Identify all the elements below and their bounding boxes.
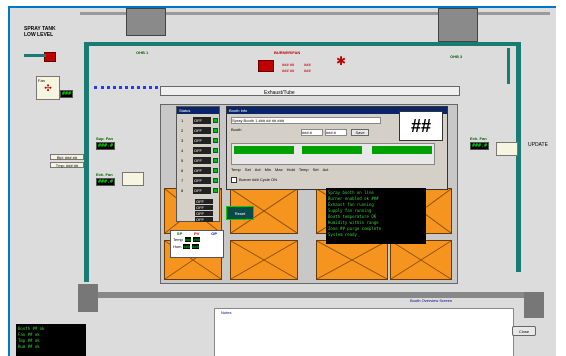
ohb-label-1: OHB 1 [136, 50, 149, 55]
spray-tank-label: SPRAY TANK LOW LEVEL [24, 26, 56, 38]
popup-hash-display: ## [399, 111, 443, 141]
spray-tank-pump[interactable] [44, 52, 56, 62]
burner-unit[interactable] [258, 60, 274, 72]
fan-icon: ✣ [44, 83, 52, 93]
status-sub-2: OFF [195, 205, 213, 210]
crane-right [438, 8, 478, 42]
bottom-left-terminal: Booth ## ok Fan ## ok Tmp ## ok Hum ## o… [16, 324, 86, 356]
zone-indicator [213, 118, 218, 123]
pipe-left [84, 42, 89, 282]
right-gauge-value: ###.# [470, 142, 490, 150]
zone-indicator [213, 138, 218, 143]
fan-box[interactable]: Fan ✣ [36, 76, 60, 100]
fan-value: ### [60, 90, 74, 98]
hmi-screen: SPRAY TANK LOW LEVEL OHB 1 OHB 3 BURNER/… [8, 6, 556, 356]
burner-value-2: ### ## [282, 68, 295, 73]
popup-table [231, 143, 435, 165]
popup-field[interactable]: Spray Booth 1 ### ## ## ### [231, 117, 381, 124]
zone-indicator [213, 178, 218, 183]
right-label: UPDATE [528, 142, 548, 148]
burner-flame-icon: ✱ [336, 54, 347, 68]
left-gauge-2-label: Exh. Fan [96, 172, 113, 177]
conveyor-label: Exhaust/Tube [264, 90, 295, 96]
left-gauge-1-label: Sup. Fan [96, 136, 113, 141]
pipe-right [516, 42, 521, 272]
popup-save-button[interactable]: Save [351, 129, 369, 136]
status-sub-1: OFF [195, 199, 213, 204]
crane-left [126, 8, 166, 36]
floor-bar [90, 292, 544, 298]
popup-checkbox-label: Burner ### Cycle ON [239, 177, 278, 182]
left-side-value-1: Bld: ### ## [50, 154, 84, 160]
zone-indicator [213, 188, 218, 193]
popup-row2-value-2[interactable]: ###.# [325, 129, 347, 136]
notes-panel: Notes [214, 308, 514, 356]
zone-indicator [213, 158, 218, 163]
floor-support-left [78, 284, 98, 312]
pipe-right-inner [507, 48, 510, 84]
booth-zone-bottom-right[interactable] [316, 240, 388, 280]
top-rail [80, 12, 550, 15]
left-gauge-1-value: ###.# [96, 142, 116, 150]
zone-indicator [213, 168, 218, 173]
right-gauge-label: Exh. Fan [470, 136, 487, 141]
status-sub-3: OFF [195, 211, 213, 216]
conveyor-bar [160, 86, 460, 96]
floor-support-right [524, 292, 544, 318]
burner-unit-1: ### [304, 62, 311, 67]
popup-title: Booth Info [227, 107, 447, 114]
status-panel-title: Status [177, 107, 219, 114]
zone-indicator [213, 128, 218, 133]
center-terminal: Spray booth on line Burner enabled ok ##… [326, 188, 426, 244]
popup-row2-value-1[interactable]: ###.# [301, 129, 323, 136]
close-button[interactable]: Close [512, 326, 536, 336]
burner-title: BURNER/FAN [274, 50, 301, 55]
conveyor-dots [94, 86, 158, 89]
right-small-box[interactable] [496, 142, 518, 156]
reset-button[interactable]: Reset [226, 206, 254, 220]
fan-box-label: Fan [38, 78, 45, 83]
status-sub-4: OFF [195, 217, 213, 222]
booth-info-popup: Booth Info Spray Booth 1 ### ## ## ### B… [226, 106, 448, 190]
ohb-label-3: OHB 3 [450, 54, 463, 59]
burner-value-1: ### ## [282, 62, 295, 67]
left-side-value-2: Tmp: ### ## [50, 162, 84, 168]
zone-indicator [213, 148, 218, 153]
popup-checkbox[interactable] [231, 177, 237, 183]
burner-unit-2: ### [304, 68, 311, 73]
pipe-top [84, 42, 520, 46]
notes-panel-title: Notes [221, 310, 232, 315]
footer-link[interactable]: Booth Overview Screen [410, 298, 453, 303]
booth-zone-bottom-mid[interactable] [230, 240, 298, 280]
booth-zone-bottom-far[interactable] [390, 240, 452, 280]
popup-row2-label: Booth [231, 127, 242, 132]
left-mid-box[interactable] [122, 172, 144, 186]
spray-tank-pipe [24, 54, 46, 57]
left-gauge-2-value: ###.# [96, 178, 116, 186]
